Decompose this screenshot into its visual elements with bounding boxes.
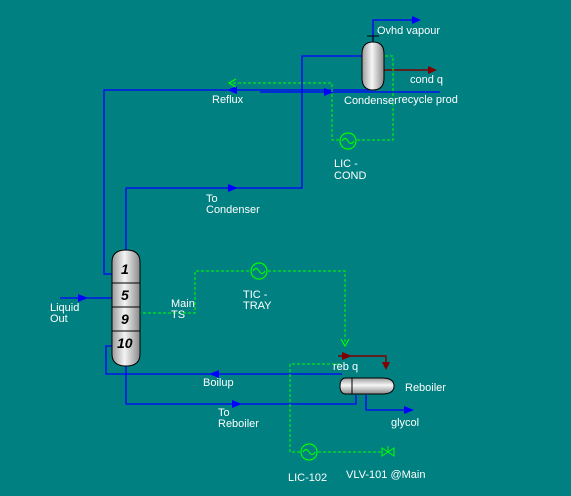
- glycol-stream[interactable]: [365, 395, 404, 411]
- control-signals: [138, 55, 394, 453]
- glycol-label: glycol: [391, 417, 420, 429]
- tray-label-top: 1: [121, 261, 129, 277]
- to-condenser-stream[interactable]: [125, 55, 362, 252]
- stream-arrow-icon: [382, 362, 390, 370]
- reflux-label: Reflux: [212, 94, 244, 106]
- ovhd-vapour-label: Ovhd vapour: [377, 25, 440, 37]
- controller-icon[interactable]: [300, 443, 318, 461]
- lic-cond-signal[interactable]: [357, 55, 394, 141]
- condenser-label: Condenser: [344, 95, 398, 107]
- reb-q-label: reb q: [333, 361, 359, 373]
- cond-q-label: cond q: [410, 74, 444, 86]
- stream-arrow-icon: [404, 406, 414, 414]
- tray-label-bottom: 10: [117, 335, 133, 351]
- signal-arrows: [227, 78, 350, 348]
- recycle-prod-label: recycle prod: [398, 94, 458, 106]
- stream-arrow-icon: [227, 86, 237, 94]
- reboiler-label: Reboiler: [405, 382, 446, 394]
- lic-cond-label-2: COND: [334, 170, 367, 182]
- to-reboiler-label-1: To: [218, 407, 230, 419]
- tic-tray-label-1: TIC -: [243, 289, 268, 301]
- boilup-label: Boilup: [203, 377, 234, 389]
- vlv-101-label: VLV-101 @Main: [346, 469, 426, 481]
- tray-label-main-ts: 9: [121, 311, 129, 327]
- tic-tray-pv-signal[interactable]: [138, 270, 250, 314]
- stream-arrow-icon: [228, 184, 238, 192]
- stream-arrow-icon: [428, 66, 437, 74]
- stream-arrow-icon: [78, 294, 88, 302]
- reb-q-stream[interactable]: [338, 355, 387, 364]
- stream-arrow-icon: [324, 88, 334, 96]
- valve-icon[interactable]: [381, 446, 395, 457]
- lic-102-label: LIC-102: [288, 472, 328, 484]
- controller-icon[interactable]: [250, 262, 268, 280]
- lic-cond-output-signal[interactable]: [232, 82, 339, 141]
- tic-tray-op-signal[interactable]: [268, 270, 346, 344]
- distillation-column-icon[interactable]: [111, 249, 141, 367]
- main-ts-label-2: TS: [171, 309, 186, 321]
- stream-arrow-icon: [340, 338, 350, 348]
- energy-streams: [338, 69, 430, 364]
- boilup-stream[interactable]: [105, 345, 342, 375]
- tray-label-feed: 5: [121, 287, 129, 303]
- reboiler-icon[interactable]: [339, 377, 395, 395]
- main-ts-label-1: Main: [171, 298, 195, 310]
- to-condenser-label-2: Condenser: [206, 204, 260, 216]
- liquid-out-label-2: Out: [50, 313, 68, 325]
- to-condenser-label-1: To: [206, 193, 218, 205]
- stream-arrow-icon: [232, 400, 242, 408]
- energy-arrows: [342, 66, 437, 370]
- lic-cond-label-1: LIC -: [334, 158, 358, 170]
- lic-102-pv-signal[interactable]: [289, 363, 340, 453]
- stream-arrow-icon: [227, 78, 237, 88]
- stream-arrow-icon: [412, 16, 421, 24]
- reflux-stream[interactable]: [103, 88, 374, 275]
- stream-arrow-icon: [342, 352, 352, 360]
- to-reboiler-stream[interactable]: [125, 365, 357, 405]
- condenser-drum-icon[interactable]: [361, 35, 385, 91]
- stream-arrow-icon: [209, 370, 219, 378]
- to-reboiler-label-2: Reboiler: [218, 418, 259, 430]
- liquid-out-label-1: Liquid: [50, 302, 80, 314]
- tic-tray-label-2: TRAY: [243, 300, 272, 312]
- controller-icon[interactable]: [339, 132, 357, 150]
